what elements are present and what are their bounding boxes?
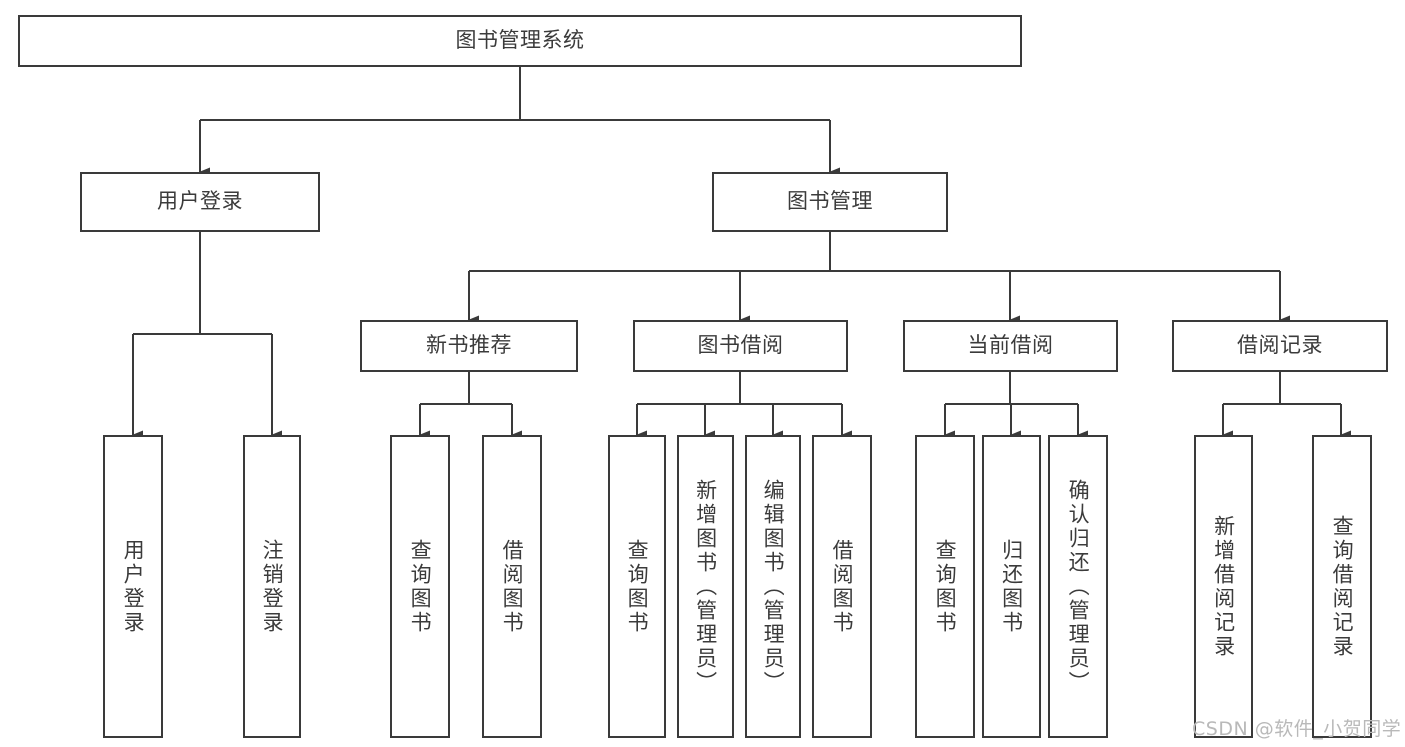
- node-leaf-return-book[interactable]: 归还图书: [982, 435, 1041, 738]
- node-borrow-record[interactable]: 借阅记录: [1172, 320, 1388, 372]
- node-current-borrow[interactable]: 当前借阅: [903, 320, 1118, 372]
- node-label: 查询借阅记录: [1330, 514, 1355, 659]
- node-label: 图书管理: [787, 189, 873, 214]
- node-leaf-edit-book-admin[interactable]: 编辑图书（管理员）: [745, 435, 801, 738]
- node-label: 借阅图书: [830, 538, 855, 635]
- node-label: 用户登录: [121, 538, 146, 635]
- node-leaf-query-book-1[interactable]: 查询图书: [390, 435, 450, 738]
- node-leaf-borrow-book-2[interactable]: 借阅图书: [812, 435, 872, 738]
- node-label: 新书推荐: [426, 333, 512, 358]
- node-label: 确认归还（管理员）: [1066, 478, 1091, 695]
- node-label: 编辑图书（管理员）: [761, 478, 786, 695]
- node-leaf-confirm-return-admin[interactable]: 确认归还（管理员）: [1048, 435, 1108, 738]
- node-leaf-query-book-3[interactable]: 查询图书: [915, 435, 975, 738]
- node-leaf-add-book-admin[interactable]: 新增图书（管理员）: [677, 435, 734, 738]
- node-label: 注销登录: [260, 538, 285, 635]
- node-label: 当前借阅: [967, 333, 1054, 358]
- node-label: 图书借阅: [697, 333, 784, 358]
- node-leaf-user-login[interactable]: 用户登录: [103, 435, 163, 738]
- node-user-login[interactable]: 用户登录: [80, 172, 320, 232]
- node-book-manage[interactable]: 图书管理: [712, 172, 948, 232]
- node-leaf-query-book-2[interactable]: 查询图书: [608, 435, 666, 738]
- node-label: 借阅图书: [500, 538, 525, 635]
- node-label: 用户登录: [157, 189, 243, 214]
- node-label: 查询图书: [933, 538, 958, 635]
- node-label: 图书管理系统: [455, 28, 585, 53]
- connector-group: [131, 67, 1351, 440]
- node-new-book-rec[interactable]: 新书推荐: [360, 320, 578, 372]
- node-book-borrow[interactable]: 图书借阅: [633, 320, 848, 372]
- node-label: 查询图书: [408, 538, 433, 635]
- node-label: 查询图书: [625, 538, 650, 635]
- node-leaf-borrow-book-1[interactable]: 借阅图书: [482, 435, 542, 738]
- node-label: 新增图书（管理员）: [693, 478, 718, 695]
- node-label: 借阅记录: [1237, 333, 1323, 358]
- node-label: 归还图书: [999, 538, 1024, 635]
- node-leaf-query-borrow-record[interactable]: 查询借阅记录: [1312, 435, 1372, 738]
- node-root[interactable]: 图书管理系统: [18, 15, 1022, 67]
- node-leaf-add-borrow-record[interactable]: 新增借阅记录: [1194, 435, 1253, 738]
- node-label: 新增借阅记录: [1211, 514, 1236, 659]
- node-leaf-user-logout[interactable]: 注销登录: [243, 435, 301, 738]
